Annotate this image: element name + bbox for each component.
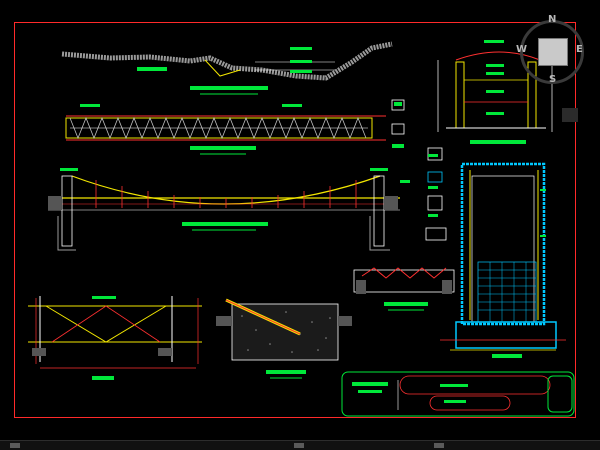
connection-details [391, 99, 447, 241]
title-block [341, 371, 575, 417]
status-toggle-right[interactable] [434, 443, 444, 448]
compass-ring-icon[interactable] [520, 20, 584, 84]
viewcube-north[interactable]: N [548, 14, 557, 25]
frame-elevation [28, 296, 202, 380]
truss-elevation [65, 104, 386, 155]
tower-section [440, 162, 566, 358]
cad-drawing [28, 40, 575, 417]
anchor-block-section [216, 298, 352, 379]
cad-drawing-canvas[interactable] [0, 0, 600, 440]
viewcube-west[interactable]: W [516, 44, 528, 55]
viewcube-south[interactable]: S [549, 74, 557, 85]
terrain-profile [61, 41, 393, 95]
status-toggle-middle[interactable] [294, 443, 304, 448]
viewcube[interactable]: N W E S [512, 14, 592, 94]
beam-section [353, 267, 455, 311]
viewcube-east[interactable]: E [576, 44, 583, 55]
status-toggle-left[interactable] [10, 443, 20, 448]
tower-elevation [437, 40, 553, 144]
viewcube-icon[interactable] [538, 38, 568, 66]
status-strip [0, 440, 600, 450]
vertical-scrollbar[interactable] [562, 108, 578, 122]
suspension-bridge-elevation [48, 168, 410, 251]
sheet-border [14, 22, 576, 418]
